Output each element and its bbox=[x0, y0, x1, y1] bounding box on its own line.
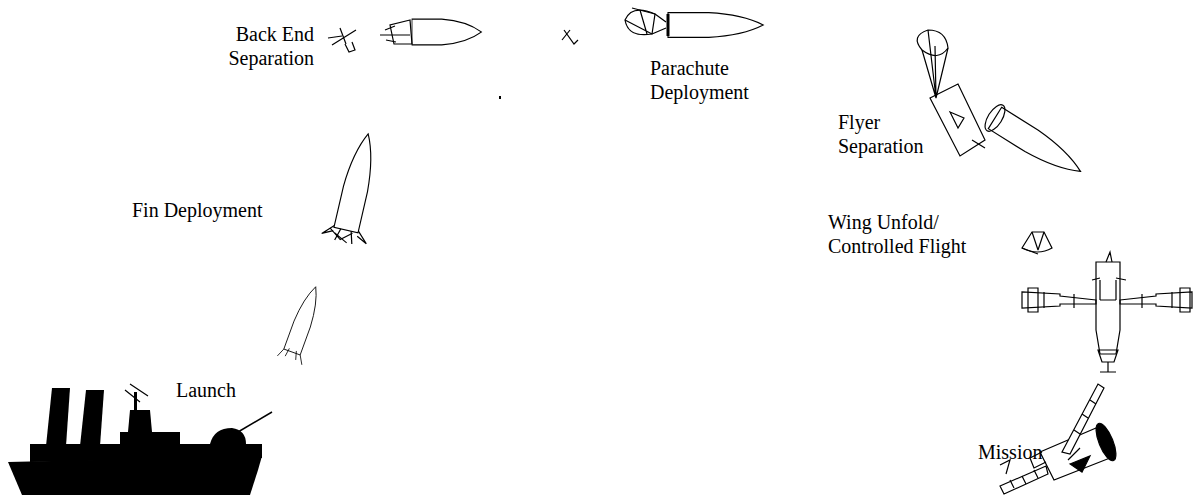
back-end-separation bbox=[328, 19, 481, 52]
flyer-separation bbox=[917, 30, 1087, 182]
gun-barrel bbox=[238, 412, 272, 432]
mission-aircraft bbox=[1000, 384, 1120, 494]
projectile bbox=[277, 283, 328, 365]
stage-label: Parachute Deployment bbox=[650, 56, 770, 104]
ship bbox=[8, 388, 262, 495]
dot bbox=[499, 96, 501, 99]
projectile bbox=[321, 129, 391, 247]
mast bbox=[125, 384, 148, 402]
stage-label: Launch bbox=[176, 378, 236, 402]
stage-label: Flyer Separation bbox=[838, 110, 950, 158]
flyer-aircraft bbox=[1022, 252, 1192, 372]
stage-label: Wing Unfold/ Controlled Flight bbox=[828, 210, 1008, 258]
stage-label: Back End Separation bbox=[214, 22, 314, 70]
stage-label: Fin Deployment bbox=[132, 198, 263, 222]
stage-label: Mission bbox=[978, 440, 1042, 464]
parachute-deployment bbox=[562, 8, 763, 44]
parachute bbox=[1022, 232, 1052, 254]
